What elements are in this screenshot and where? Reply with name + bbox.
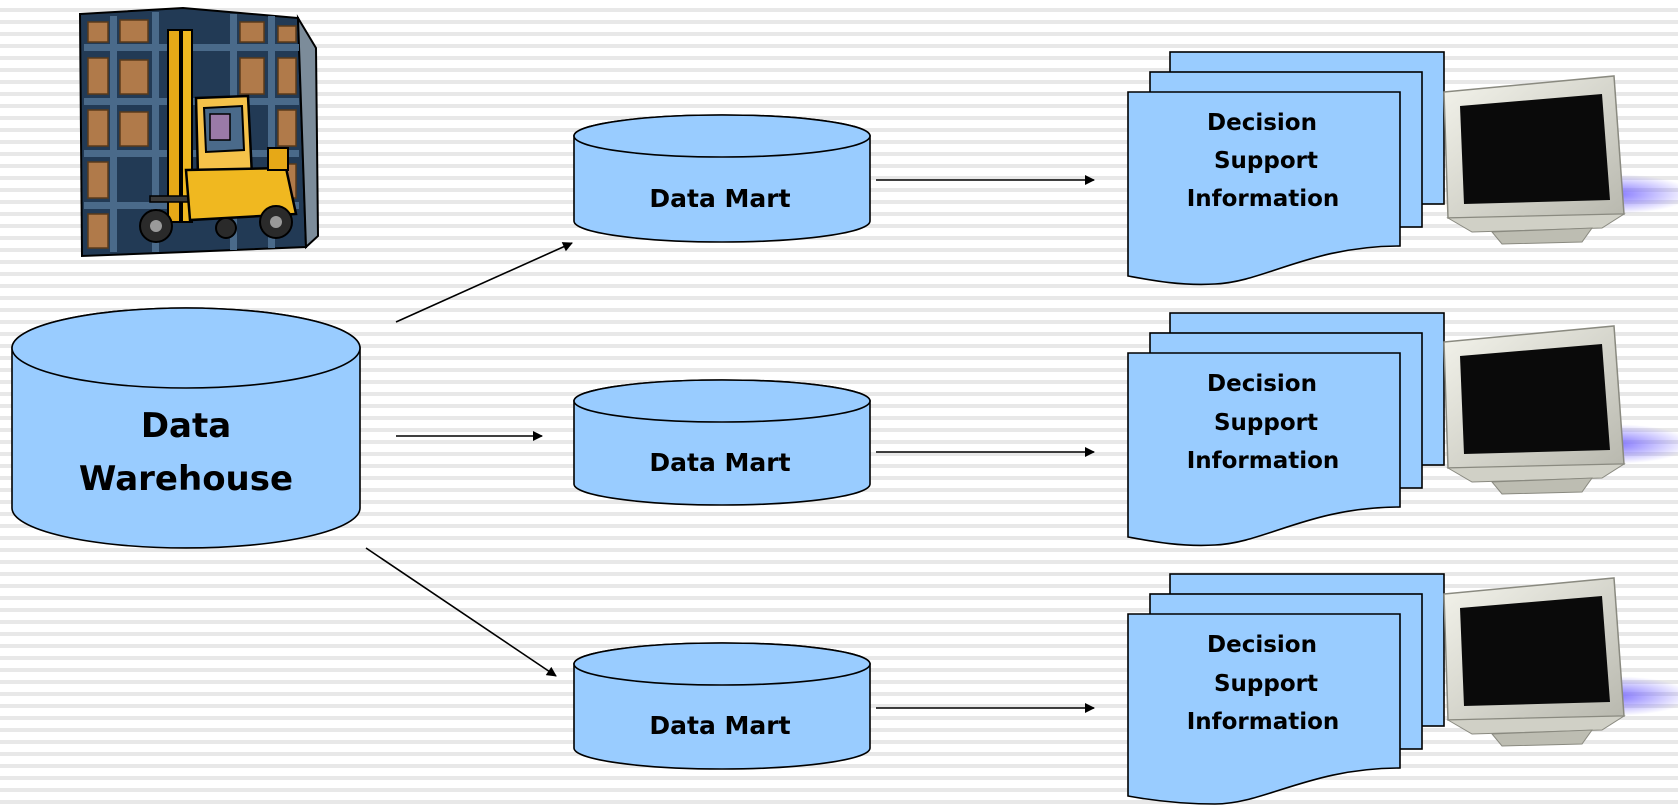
decision-support-label-line2: Support [1214, 410, 1318, 436]
decision-support-label-line2: Support [1214, 671, 1318, 697]
decision-support-document-stack: Decision Support Information [1127, 51, 1445, 286]
decision-support-label-line1: Decision [1207, 371, 1317, 397]
decision-support-document-stack: Decision Support Information [1127, 573, 1445, 805]
data-mart-label: Data Mart [649, 184, 790, 213]
data-mart-label: Data Mart [649, 711, 790, 740]
data-mart-label: Data Mart [649, 448, 790, 477]
decision-support-label-line3: Information [1187, 186, 1340, 212]
warehouse-label-line1: Data [141, 406, 231, 446]
arrow-warehouse-to-mart-3 [365, 547, 557, 677]
data-mart-cylinder: Data Mart [573, 379, 871, 506]
decision-support-label-line3: Information [1187, 709, 1340, 735]
monitor-icon [1442, 75, 1678, 245]
decision-support-label-line2: Support [1214, 148, 1318, 174]
decision-support-document-stack: Decision Support Information [1127, 312, 1445, 547]
data-warehouse-cylinder: Data Warehouse [11, 307, 361, 549]
decision-support-label-line3: Information [1187, 448, 1340, 474]
monitor-icon [1442, 325, 1678, 495]
arrow-warehouse-to-mart-1 [395, 242, 573, 323]
forklift-warehouse-icon [78, 6, 320, 258]
data-mart-cylinder: Data Mart [573, 114, 871, 243]
warehouse-label-line2: Warehouse [79, 459, 293, 499]
monitor-icon [1442, 577, 1678, 747]
decision-support-label-line1: Decision [1207, 110, 1317, 136]
data-mart-cylinder: Data Mart [573, 642, 871, 770]
decision-support-label-line1: Decision [1207, 632, 1317, 658]
